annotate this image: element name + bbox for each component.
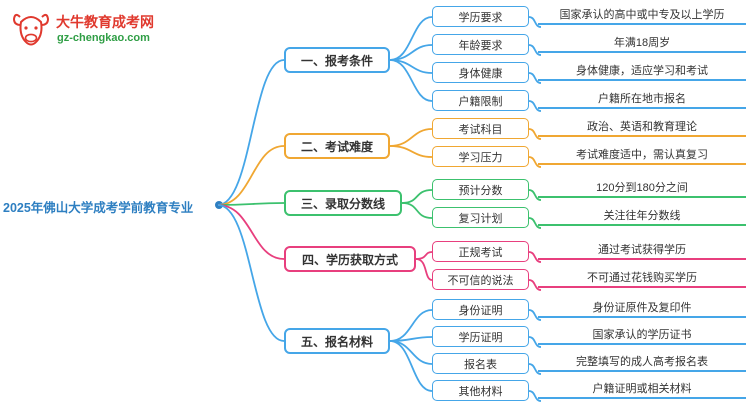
child-label: 正规考试 xyxy=(432,241,529,262)
child-label: 预计分数 xyxy=(432,179,529,200)
child-label: 不可信的说法 xyxy=(432,269,529,290)
child-label: 年龄要求 xyxy=(432,34,529,55)
child-value: 政治、英语和教育理论 xyxy=(538,120,746,137)
branch-node: 一、报考条件 xyxy=(284,47,390,73)
child-value: 身份证原件及复印件 xyxy=(538,301,746,318)
child-value: 完整填写的成人高考报名表 xyxy=(538,355,746,372)
child-label: 学历要求 xyxy=(432,6,529,27)
child-label: 身份证明 xyxy=(432,299,529,320)
child-label: 考试科目 xyxy=(432,118,529,139)
child-value: 国家承认的学历证书 xyxy=(538,328,746,345)
child-value: 通过考试获得学历 xyxy=(538,243,746,260)
branch-node: 三、录取分数线 xyxy=(284,190,402,216)
child-value: 身体健康，适应学习和考试 xyxy=(538,64,746,81)
child-value: 考试难度适中，需认真复习 xyxy=(538,148,746,165)
root-topic: 2025年佛山大学成考学前教育专业 xyxy=(3,201,194,215)
child-label: 学习压力 xyxy=(432,146,529,167)
child-value: 120分到180分之间 xyxy=(538,181,746,198)
branch-node: 四、学历获取方式 xyxy=(284,246,416,272)
child-value: 不可通过花钱购买学历 xyxy=(538,271,746,288)
child-value: 户籍证明或相关材料 xyxy=(538,382,746,399)
child-label: 其他材料 xyxy=(432,380,529,401)
child-value: 国家承认的高中或中专及以上学历 xyxy=(538,8,746,25)
site-logo: 大牛教育成考网 gz-chengkao.com xyxy=(12,9,172,53)
child-value: 年满18周岁 xyxy=(538,36,746,53)
child-value: 户籍所在地市报名 xyxy=(538,92,746,109)
branch-node: 二、考试难度 xyxy=(284,133,390,159)
logo-title: 大牛教育成考网 xyxy=(56,14,154,30)
child-label: 复习计划 xyxy=(432,207,529,228)
child-label: 户籍限制 xyxy=(432,90,529,111)
child-value: 关注往年分数线 xyxy=(538,209,746,226)
child-label: 学历证明 xyxy=(432,326,529,347)
logo-domain: gz-chengkao.com xyxy=(57,32,150,44)
child-label: 报名表 xyxy=(432,353,529,374)
branch-node: 五、报名材料 xyxy=(284,328,390,354)
bull-logo-icon xyxy=(12,13,50,46)
child-label: 身体健康 xyxy=(432,62,529,83)
